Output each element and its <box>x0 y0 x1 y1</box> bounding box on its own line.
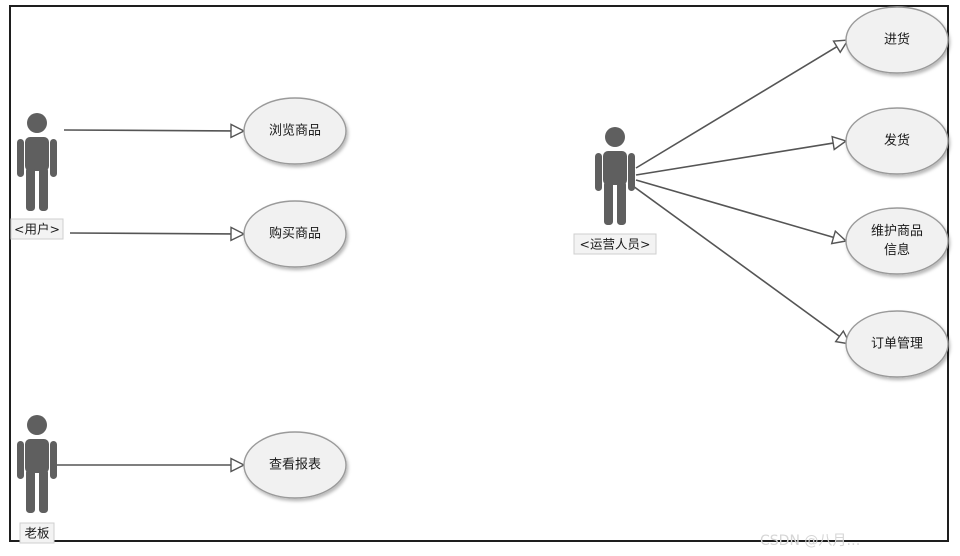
use-case-report[interactable]: 查看报表 <box>243 431 347 499</box>
association-boss-to-report <box>56 457 246 473</box>
use-case-stock_in[interactable]: 进货 <box>845 6 949 74</box>
use-case-browse[interactable]: 浏览商品 <box>243 97 347 165</box>
use-case-ellipse[interactable] <box>243 431 347 499</box>
association-line <box>63 129 232 132</box>
use-case-ellipse[interactable] <box>243 200 347 268</box>
actors-layer: <用户> <运营人员> 老板 <box>10 113 657 544</box>
association-operator-to-ship <box>635 135 848 176</box>
association-user-to-buy <box>69 226 246 242</box>
arrowhead <box>830 229 848 245</box>
association-operator-to-stock_in <box>635 39 850 169</box>
arrowhead <box>230 226 246 242</box>
actor-label-box <box>19 522 55 544</box>
associations-layer <box>56 39 852 473</box>
actor-operator[interactable]: <运营人员> <box>573 127 657 255</box>
actor-label: <用户> <box>14 222 60 237</box>
actor-label-box <box>573 233 657 255</box>
use-case-orders[interactable]: 订单管理 <box>845 310 949 378</box>
arrowhead <box>832 39 850 54</box>
use-case-label: 订单管理 <box>871 337 923 352</box>
use-case-ellipse[interactable] <box>845 107 949 175</box>
use-case-ellipse[interactable] <box>243 97 347 165</box>
use-case-ship[interactable]: 发货 <box>845 107 949 175</box>
association-line <box>635 179 834 239</box>
use-case-label: 进货 <box>884 32 910 48</box>
arrowhead <box>230 123 246 139</box>
association-user-to-browse <box>63 123 246 139</box>
use-case-label: 浏览商品 <box>269 123 321 139</box>
person-icon <box>17 113 57 211</box>
association-line <box>635 142 834 176</box>
association-line <box>632 185 840 337</box>
association-line <box>635 46 838 169</box>
diagram-frame <box>9 5 949 542</box>
actor-user[interactable]: <用户> <box>10 113 64 240</box>
use-case-ellipse[interactable] <box>845 207 949 275</box>
watermark-text: CSDN @八月… <box>760 533 860 549</box>
actor-boss[interactable]: 老板 <box>17 415 57 544</box>
person-icon <box>17 415 57 513</box>
use-case-ellipse[interactable] <box>845 310 949 378</box>
use-case-label: 信息 <box>884 242 910 258</box>
association-line <box>69 232 232 235</box>
use-case-ellipse[interactable] <box>845 6 949 74</box>
arrowhead <box>831 135 848 151</box>
actor-label: 老板 <box>24 526 50 541</box>
use-case-label: 维护商品 <box>871 224 923 239</box>
association-operator-to-maintain <box>635 179 848 245</box>
use-case-buy[interactable]: 购买商品 <box>243 200 347 268</box>
use-case-label: 查看报表 <box>269 457 321 473</box>
use-case-label: 购买商品 <box>269 226 321 242</box>
use-case-label: 发货 <box>884 133 910 149</box>
actor-label: <运营人员> <box>580 237 651 252</box>
arrowhead <box>230 457 246 473</box>
person-icon <box>595 127 635 225</box>
actor-label-box <box>10 218 64 240</box>
